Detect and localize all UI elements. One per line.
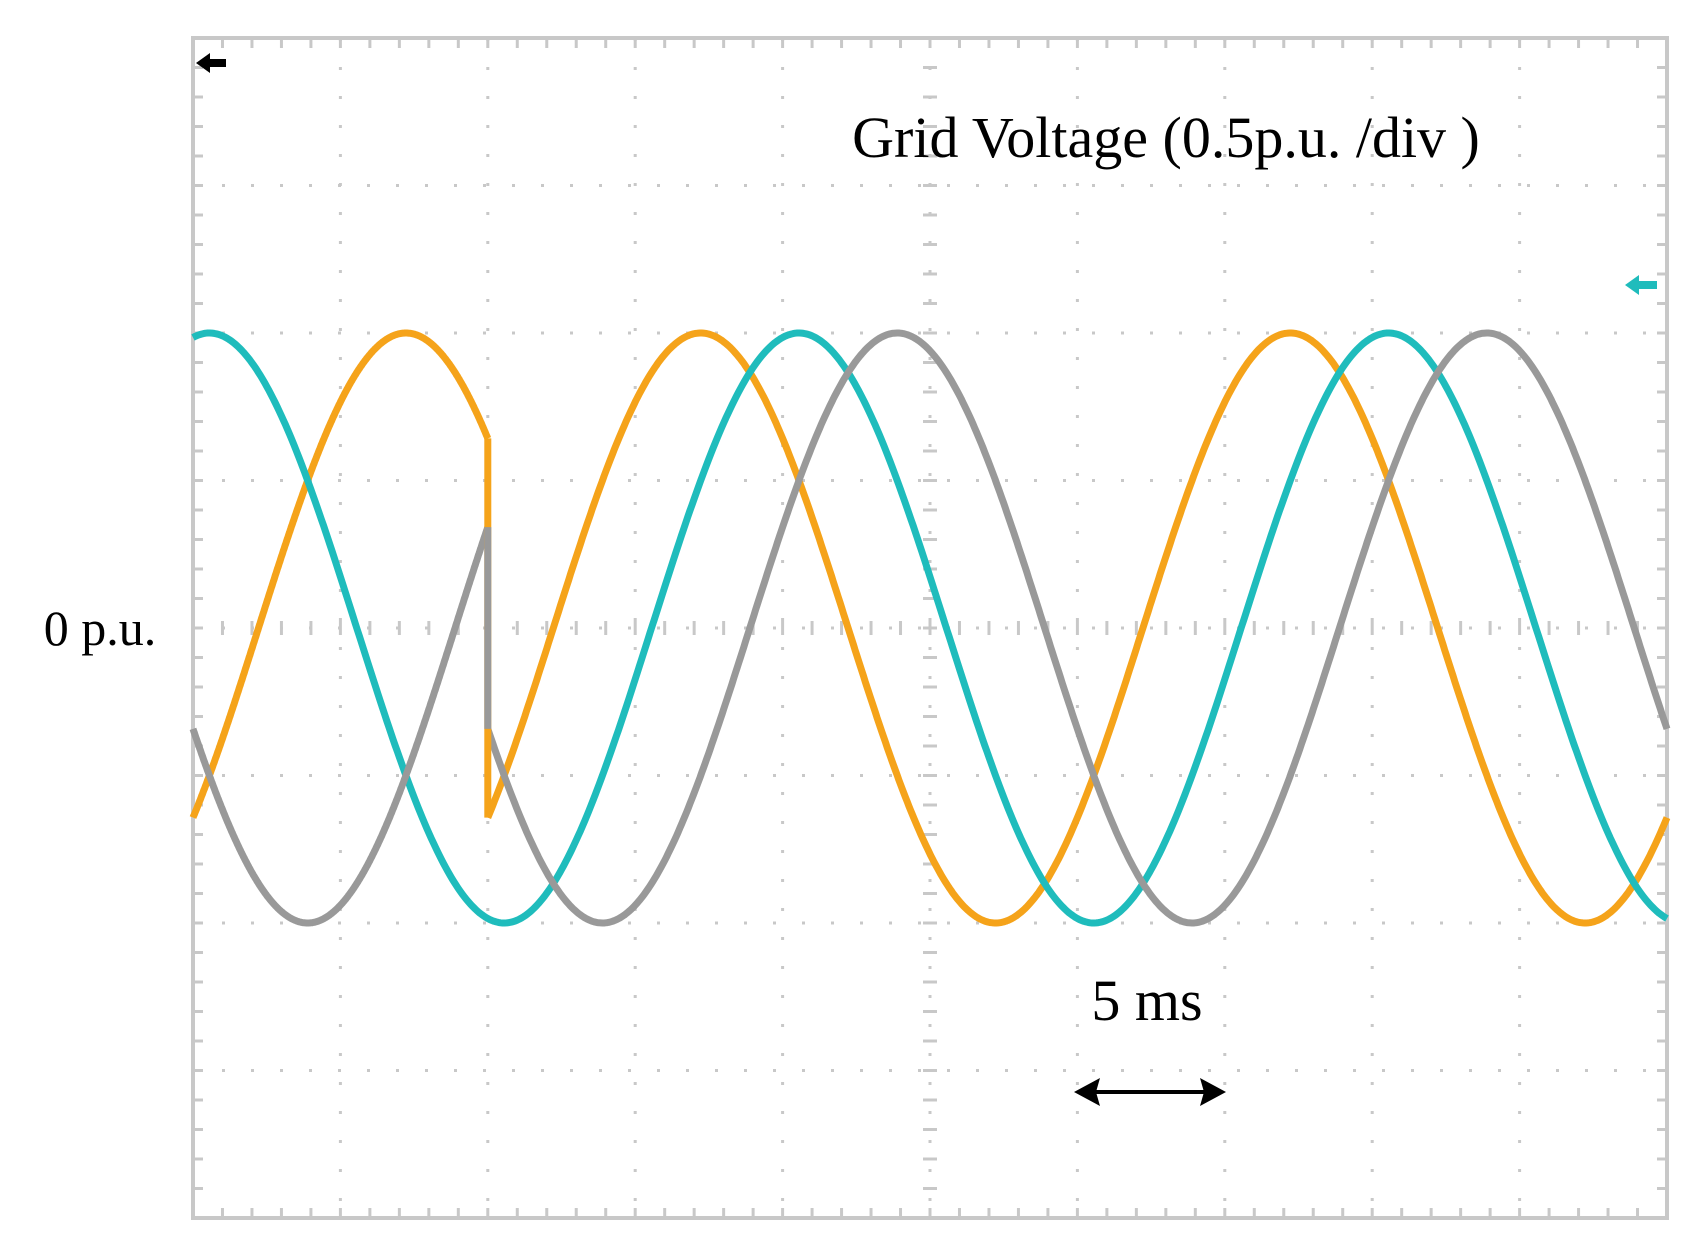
channel-2-marker-icon xyxy=(1625,275,1657,295)
time-scale-arrow-icon xyxy=(1074,1078,1226,1106)
grid xyxy=(191,36,1669,1220)
voltage-trace-2 xyxy=(189,329,492,821)
zero-level-label: 0 p.u. xyxy=(44,600,157,656)
voltage-trace-3 xyxy=(191,329,1669,927)
time-scale-label: 5 ms xyxy=(1091,968,1202,1033)
traces xyxy=(189,329,1671,927)
voltage-trace-5 xyxy=(189,524,492,927)
voltage-trace-1 xyxy=(484,329,1671,927)
chart-title: Grid Voltage (0.5p.u. /div ) xyxy=(852,105,1480,170)
voltage-trace-4 xyxy=(484,329,1671,927)
channel-1-marker-icon xyxy=(196,53,226,73)
